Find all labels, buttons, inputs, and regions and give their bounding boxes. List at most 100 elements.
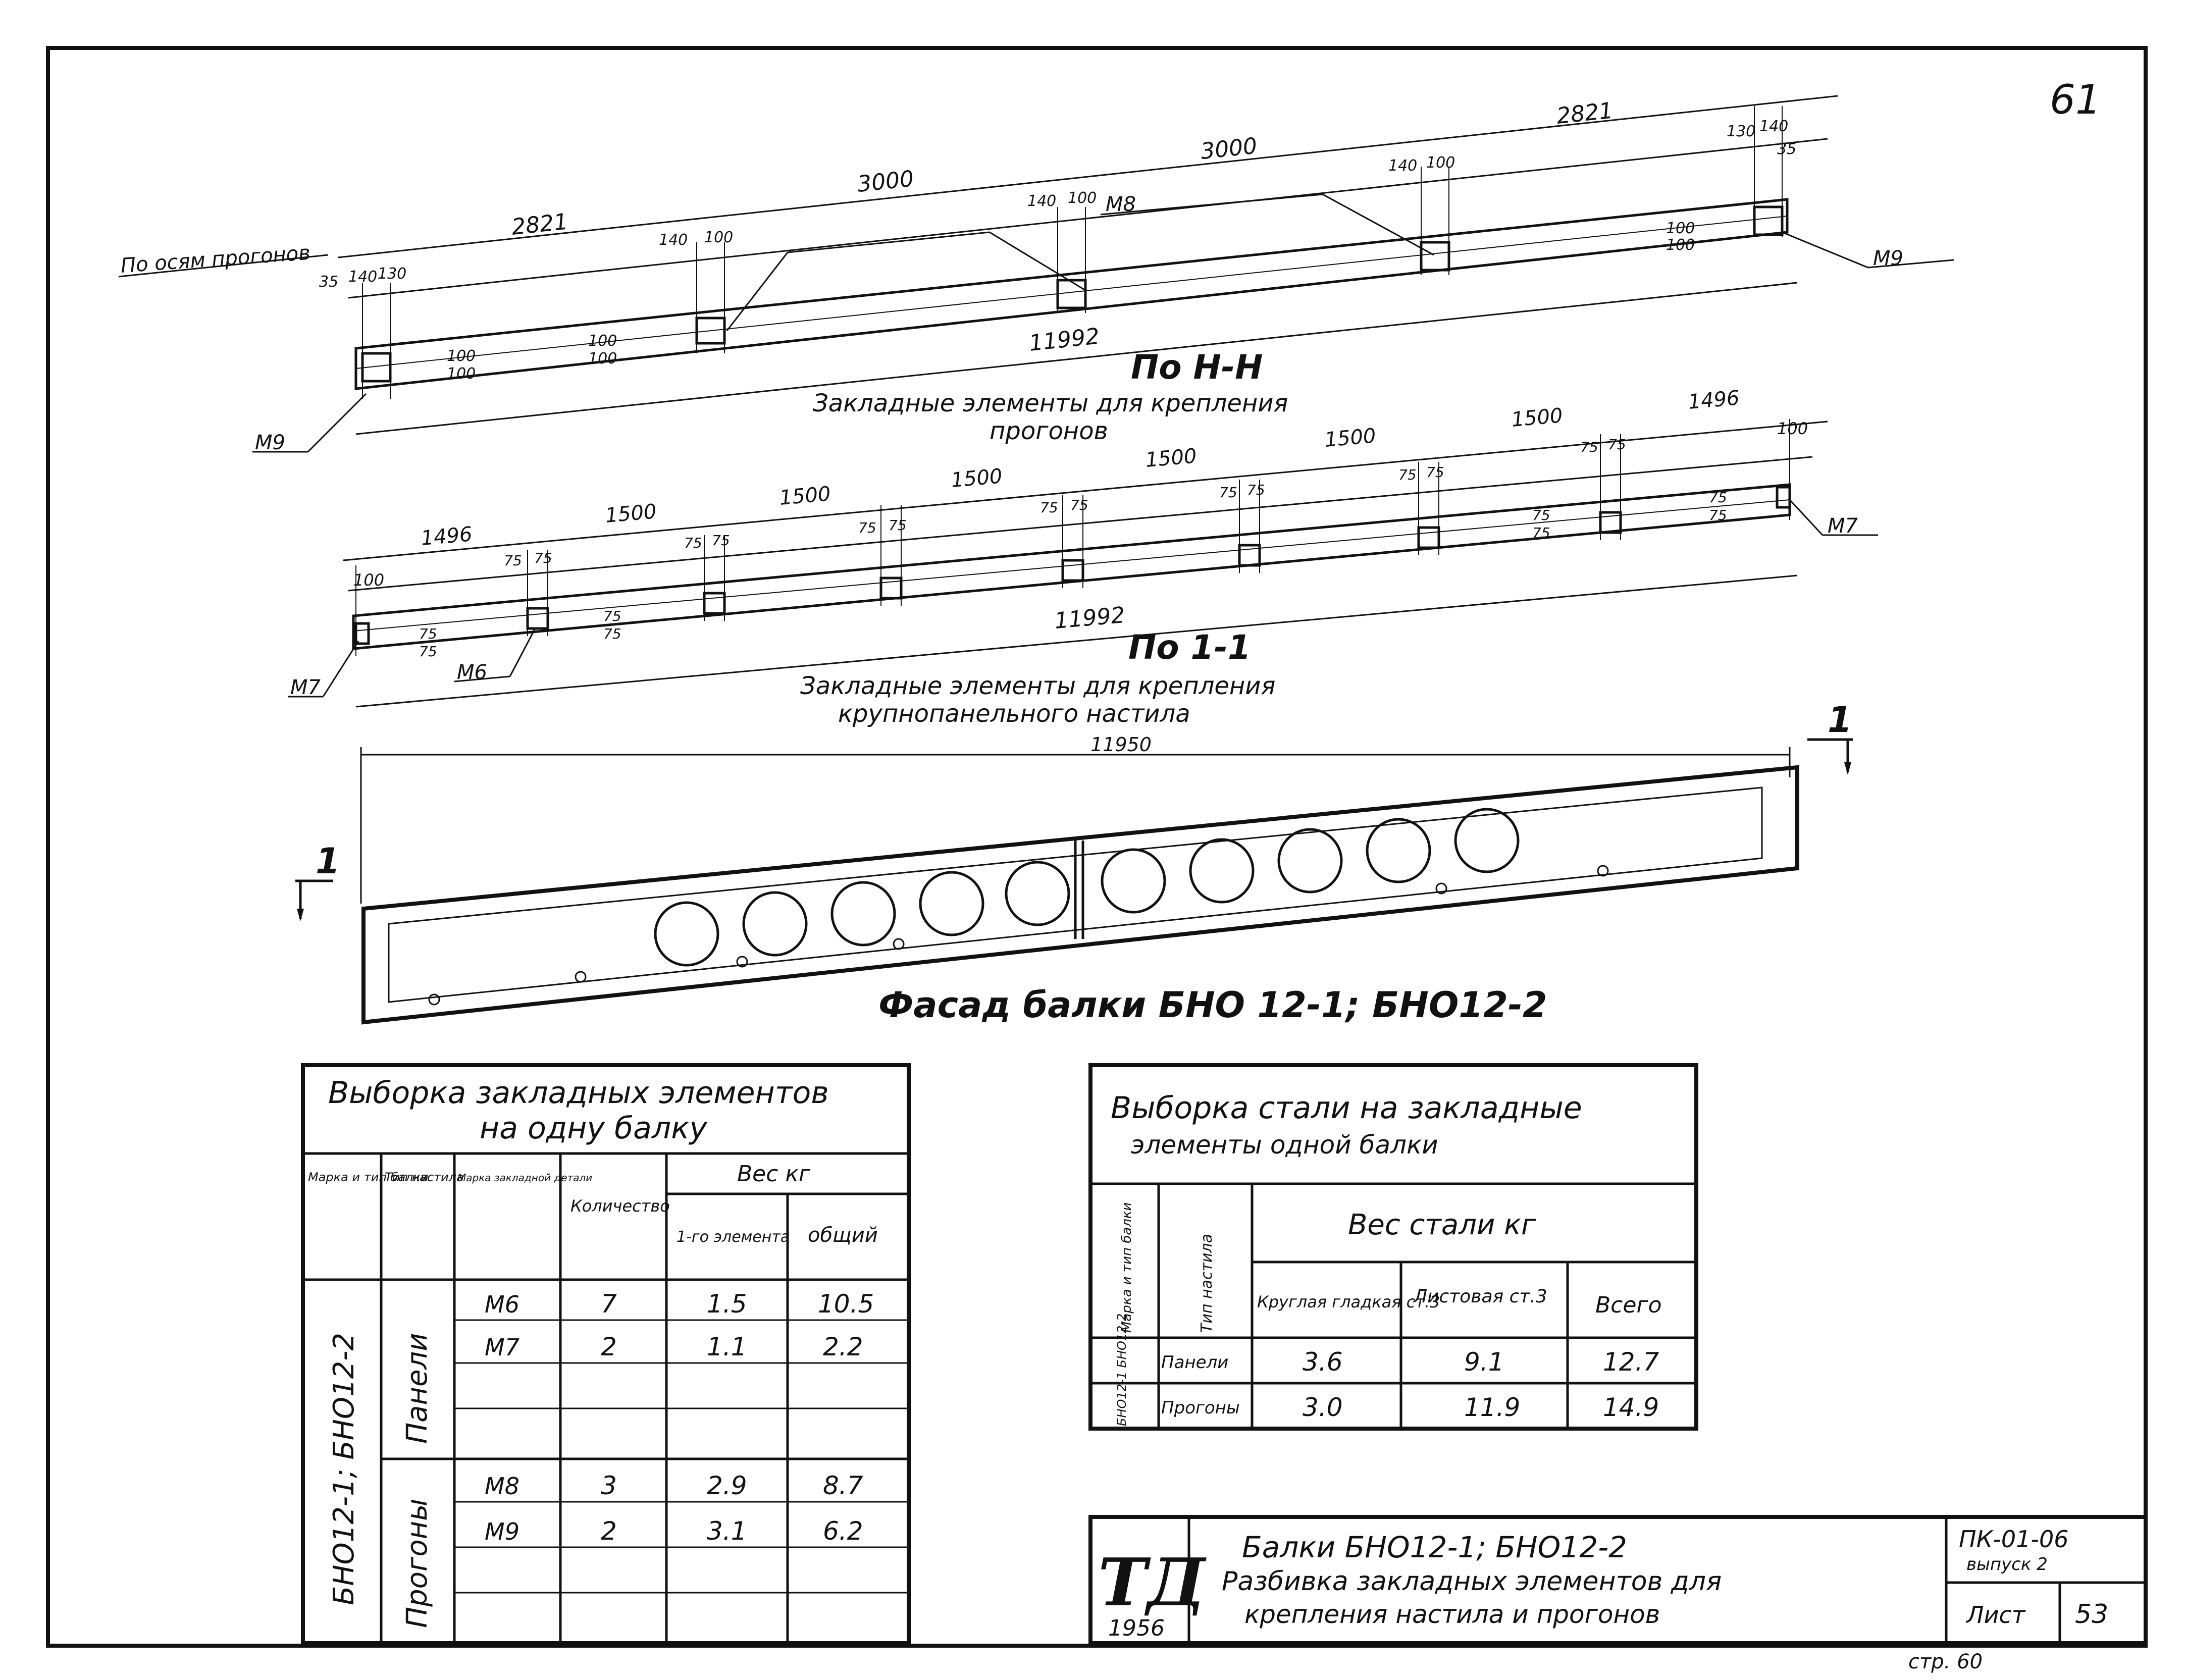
- pn-dim-130: 130: [378, 265, 406, 283]
- title-block: ТД 1956 Балки БНО12-1; БНО12-2 Разбивка …: [1088, 1515, 2148, 1645]
- tb-line-1: Балки БНО12-1; БНО12-2: [1242, 1530, 1627, 1564]
- t2-h-sheet: Листовая ст.3: [1413, 1286, 1547, 1307]
- tb-sheet-label: Лист: [1965, 1601, 2026, 1629]
- p11-span-1: 1496: [420, 522, 473, 550]
- t1-r3-total: 8.7: [823, 1471, 863, 1500]
- pn-dim-35r: 35: [1777, 140, 1796, 158]
- p11-span-5: 1500: [1144, 444, 1198, 472]
- t1-r4-unit: 3.1: [707, 1516, 747, 1546]
- p11-dim-75-g: 75: [1040, 499, 1058, 516]
- pn-title: По Н-Н: [1131, 348, 1263, 387]
- tb-logo: ТД: [1098, 1544, 1207, 1621]
- p11-dim-75-i: 75: [1219, 484, 1237, 501]
- pn-dim-130r: 130: [1727, 123, 1755, 140]
- p11-total-dim: 11992: [1054, 602, 1126, 634]
- p11-caption-2: крупнопанельного настила: [838, 700, 1190, 728]
- opening-6: [1101, 848, 1166, 914]
- pn-span-3: 3000: [1200, 133, 1259, 165]
- t1-r3-mark: М8: [485, 1473, 519, 1500]
- facade-openings: [428, 808, 1609, 1006]
- t2-beam-mark: БНО12-1 БНО12-2: [1115, 1314, 1129, 1426]
- tb-line-3: крепления настила и прогонов: [1244, 1600, 1660, 1629]
- plate-m8-3: [1420, 241, 1450, 272]
- plate-m7-right: [1776, 486, 1791, 509]
- t2-r2-deck: Прогоны: [1161, 1398, 1240, 1418]
- t1-deck-2: Прогоны: [401, 1499, 434, 1628]
- p11-span-2: 1500: [604, 500, 657, 528]
- plate-m6-4: [1061, 559, 1084, 582]
- pn-dim-100-m1: 100: [588, 332, 617, 350]
- page-label: стр. 60: [1908, 1650, 1983, 1673]
- p11-dim-75-e: 75: [858, 519, 876, 536]
- t2-r2-round: 3.0: [1303, 1393, 1343, 1422]
- t1-h-per: 1-го элемента: [677, 1228, 790, 1246]
- pn-caption-1: Закладные элементы для крепления: [813, 389, 1288, 417]
- t2-r2-sheet: 11.9: [1464, 1393, 1520, 1422]
- p11-dim-75-b: 75: [534, 550, 552, 566]
- p11-title: По 1-1: [1128, 628, 1251, 667]
- p11-dim-75-v7: 75: [1709, 489, 1727, 506]
- facade-section-left: 1: [316, 841, 340, 882]
- facade-beam: [361, 765, 1799, 1025]
- p11-dim-75-v4: 75: [603, 625, 621, 642]
- p11-dim-75-m: 75: [1580, 439, 1598, 455]
- pn-dim-100-r1: 100: [1666, 220, 1695, 237]
- facade-view: 11950 1 1: [295, 699, 1853, 1026]
- sheet-frame: [46, 46, 2148, 1648]
- p11-mark-m7-right: М7: [1828, 514, 1858, 538]
- t1-r2-qty: 2: [601, 1332, 617, 1361]
- t2-r1-deck: Панели: [1161, 1352, 1228, 1373]
- t1-r1-qty: 7: [601, 1289, 617, 1319]
- opening-4: [919, 871, 984, 936]
- t2-r1-total: 12.7: [1603, 1347, 1659, 1377]
- p11-dim-75-v2: 75: [419, 643, 437, 660]
- p11-dim-75-v8: 75: [1709, 507, 1727, 523]
- pn-dim-100d: 100: [1426, 154, 1455, 172]
- sheet-number: 61: [2050, 76, 2101, 123]
- pn-dim-140c: 140: [1027, 192, 1056, 210]
- pn-dim-140b: 140: [659, 231, 688, 249]
- opening-3: [830, 881, 896, 947]
- pn-caption-2: прогонов: [990, 417, 1108, 445]
- tb-series-2: выпуск 2: [1966, 1554, 2048, 1574]
- t2-title-1: Выборка стали на закладные: [1111, 1090, 1582, 1126]
- plate-m9-right: [1753, 205, 1784, 236]
- p11-span-7: 1500: [1511, 404, 1564, 432]
- p11-dim-75-l: 75: [1426, 464, 1444, 481]
- t2-h-total: Всего: [1595, 1292, 1661, 1318]
- opening-7: [1189, 838, 1255, 904]
- opening-9: [1366, 818, 1431, 883]
- p11-mark-m7-left: М7: [290, 676, 321, 699]
- t2-h-mark-type: Марка и тип балки: [1119, 1202, 1134, 1333]
- table-steel-selection: Выборка стали на закладные элементы одно…: [1088, 1063, 1698, 1431]
- t2-h-steel: Вес стали кг: [1348, 1209, 1536, 1241]
- tb-year: 1956: [1108, 1615, 1165, 1641]
- p11-dim-75-n: 75: [1608, 436, 1626, 453]
- p11-dim-75-v3: 75: [603, 608, 621, 624]
- t1-h-deck: Тип настила: [385, 1170, 464, 1184]
- p11-dim-75-f: 75: [889, 517, 907, 534]
- p11-span-6: 1500: [1324, 424, 1377, 452]
- opening-10: [1454, 808, 1520, 873]
- opening-8: [1277, 828, 1343, 894]
- pn-total-dim: 11992: [1028, 324, 1101, 356]
- pn-mark-m9-left: М9: [255, 431, 285, 454]
- t1-r4-mark: М9: [485, 1518, 519, 1545]
- plate-m6-1: [526, 607, 549, 630]
- opening-5: [1005, 861, 1070, 926]
- p11-dim-75-k: 75: [1398, 466, 1417, 483]
- pn-dim-140d: 140: [1388, 157, 1417, 175]
- t2-r2-total: 14.9: [1603, 1393, 1659, 1422]
- t1-title-1: Выборка закладных элементов: [328, 1075, 829, 1111]
- t1-r1-unit: 1.5: [707, 1289, 747, 1319]
- plate-m6-6: [1417, 526, 1440, 549]
- p11-caption-1: Закладные элементы для крепления: [800, 672, 1275, 700]
- plan-purlins: 11992 2821 3000 3000 2821 35 140 130 140…: [118, 95, 1954, 454]
- t2-title-2: элементы одной балки: [1131, 1130, 1438, 1160]
- t1-h-element: Марка закладной детали: [457, 1172, 592, 1184]
- pn-span-2: 3000: [856, 166, 915, 197]
- p11-dim-75-c: 75: [684, 535, 702, 551]
- facade-section-right: 1: [1828, 699, 1852, 741]
- t1-r2-total: 2.2: [823, 1332, 863, 1361]
- plan-pn-beam: [354, 198, 1789, 390]
